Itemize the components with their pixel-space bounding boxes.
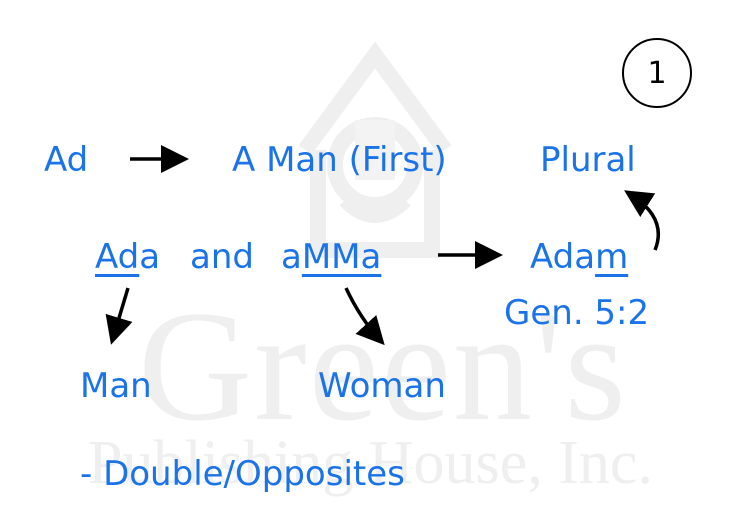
word-man: Man	[80, 366, 152, 406]
word-amma-underlined: MMa	[301, 237, 382, 277]
word-gen-ref: Gen. 5:2	[504, 293, 650, 333]
word-adam-underlined: m	[595, 237, 629, 277]
watermark-subtitle: Publishing House, Inc.	[88, 429, 653, 497]
word-adam: Adam	[530, 240, 628, 274]
word-double-opposites: - Double/Opposites	[80, 454, 405, 494]
word-adam-first: Ada	[530, 237, 596, 277]
word-and: and	[190, 237, 254, 277]
page-number-badge: 1	[622, 38, 692, 108]
word-amma: aMMa	[281, 240, 381, 274]
arrow-ada-to-man	[105, 287, 133, 345]
word-ada-underlined: Ad	[95, 237, 140, 277]
word-amma-first: a	[281, 237, 302, 277]
word-ad: Ad	[44, 140, 89, 180]
watermark-title: Green's	[138, 279, 628, 454]
page-number-label: 1	[647, 55, 667, 91]
word-a-man-first: A Man (First)	[232, 140, 447, 180]
word-ada: Ada	[95, 240, 160, 274]
arrow-amma-to-woman	[344, 287, 385, 346]
arrow-adam-to-plural	[624, 190, 661, 251]
word-plural: Plural	[540, 140, 636, 180]
word-ada-rest: a	[139, 237, 161, 277]
word-woman: Woman	[318, 366, 446, 406]
